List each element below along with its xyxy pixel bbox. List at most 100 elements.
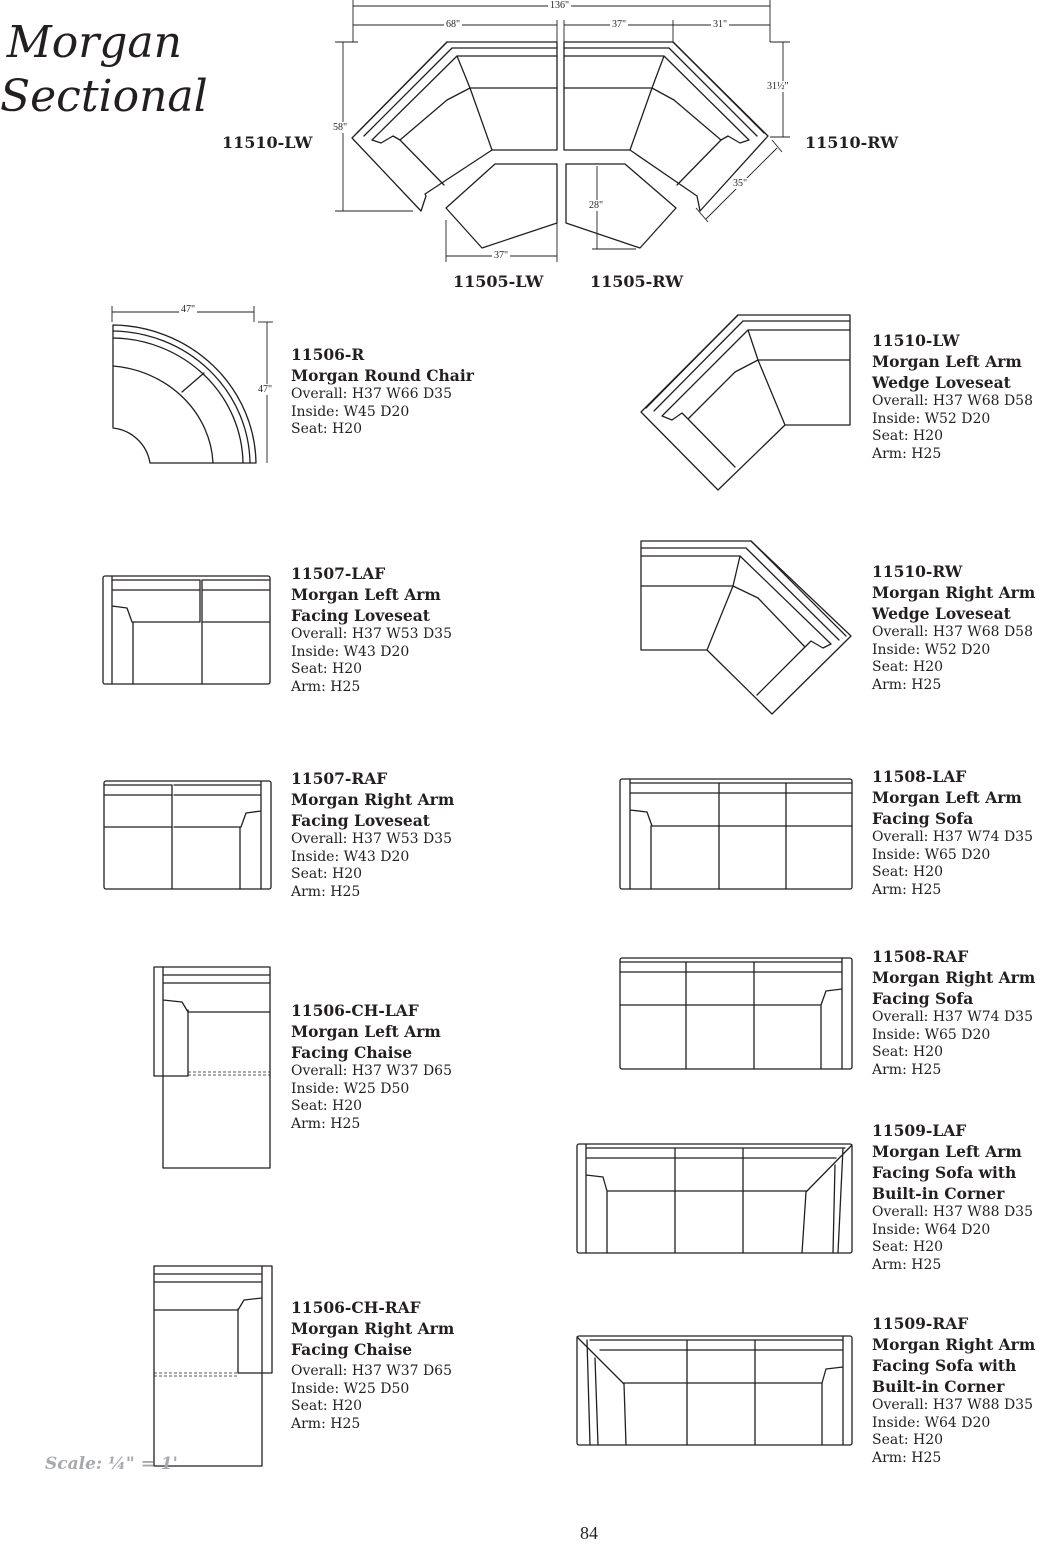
- dim-center-right-width: 37": [610, 19, 629, 30]
- overall-dims: Overall: H37 W37 D65: [291, 1063, 452, 1079]
- dim-left-width: 68": [444, 19, 463, 30]
- arm-height: Arm: H25: [872, 445, 942, 462]
- overall-dims: Overall: H37 W74 D35: [872, 829, 1033, 845]
- laf-corner-sofa-drawing: [576, 1143, 853, 1254]
- product-11507-raf: 11507-RAF Morgan Right Arm Facing Lovese…: [291, 768, 454, 901]
- raf-loveseat-drawing: [103, 780, 272, 890]
- product-name-line-2: Facing Sofa with: [872, 1163, 1017, 1182]
- seat-height: Seat: H20: [872, 659, 944, 675]
- seat-height: Seat: H20: [872, 428, 944, 444]
- product-name-line-2: Facing Sofa with: [872, 1356, 1017, 1375]
- inside-dims: Inside: W25 D50: [291, 1080, 410, 1097]
- dim-arm-depth: 35": [731, 178, 750, 189]
- label-11510-rw: 11510-RW: [805, 133, 899, 152]
- product-name-line-2: Facing Loveseat: [291, 811, 430, 830]
- product-code: 11508-RAF: [872, 947, 969, 966]
- product-code: 11506-CH-RAF: [291, 1298, 421, 1317]
- product-name-line-1: Morgan Left Arm: [872, 352, 1022, 371]
- raf-chaise-drawing: [153, 1265, 273, 1467]
- inside-dims: Inside: W43 D20: [291, 848, 410, 865]
- label-11510-lw: 11510-LW: [222, 133, 313, 152]
- title-line-2: Sectional: [0, 71, 208, 122]
- dim-right-end-width: 31": [711, 19, 730, 30]
- product-code: 11510-LW: [872, 331, 960, 350]
- arm-height: Arm: H25: [291, 678, 361, 695]
- product-name-line-1: Morgan Left Arm: [872, 788, 1022, 807]
- laf-loveseat-drawing: [102, 575, 271, 685]
- arm-height: Arm: H25: [872, 676, 942, 693]
- product-name-line-3: Built-in Corner: [872, 1377, 1005, 1396]
- inside-dims: Inside: W65 D20: [872, 846, 991, 863]
- product-name: Morgan Round Chair: [291, 366, 474, 385]
- overall-dims: Overall: H37 W88 D35: [872, 1204, 1033, 1220]
- inside-dims: Inside: W45 D20: [291, 403, 410, 420]
- dim-right-depth: 31½": [765, 81, 791, 92]
- laf-sofa-drawing: [619, 778, 853, 890]
- raf-corner-sofa-drawing: [576, 1335, 853, 1446]
- title-line-1: Morgan: [6, 17, 182, 68]
- product-11507-laf: 11507-LAF Morgan Left Arm Facing Lovesea…: [291, 563, 452, 696]
- product-code: 11507-RAF: [291, 769, 388, 788]
- product-name-line-1: Morgan Right Arm: [291, 790, 455, 809]
- product-name-line-1: Morgan Right Arm: [872, 1335, 1036, 1354]
- product-name-line-2: Facing Loveseat: [291, 606, 430, 625]
- dim-round-chair-height: 47": [256, 384, 275, 395]
- product-name-line-3: Built-in Corner: [872, 1184, 1005, 1203]
- product-name-line-2: Wedge Loveseat: [872, 373, 1011, 392]
- product-name-line-2: Facing Sofa: [872, 989, 974, 1008]
- overall-dims: Overall: H37 W53 D35: [291, 831, 452, 847]
- product-11509-laf: 11509-LAF Morgan Left Arm Facing Sofa wi…: [872, 1120, 1033, 1274]
- seat-height: Seat: H20: [872, 864, 944, 880]
- inside-dims: Inside: W25 D50: [291, 1380, 410, 1397]
- overall-dims: Overall: H37 W74 D35: [872, 1009, 1033, 1025]
- product-code: 11506-R: [291, 345, 365, 364]
- arm-height: Arm: H25: [872, 1449, 942, 1466]
- seat-height: Seat: H20: [291, 421, 363, 437]
- overall-dims: Overall: H37 W68 D58: [872, 624, 1033, 640]
- product-code: 11507-LAF: [291, 564, 386, 583]
- product-name-line-2: Wedge Loveseat: [872, 604, 1011, 623]
- overall-dims: Overall: H37 W37 D65: [291, 1363, 452, 1379]
- product-name-line-2: Facing Chaise: [291, 1043, 413, 1062]
- inside-dims: Inside: W65 D20: [872, 1026, 991, 1043]
- inside-dims: Inside: W64 D20: [872, 1414, 991, 1431]
- arm-height: Arm: H25: [872, 881, 942, 898]
- product-11510-lw: 11510-LW Morgan Left Arm Wedge Loveseat …: [872, 330, 1033, 463]
- seat-height: Seat: H20: [872, 1432, 944, 1448]
- product-11506-ch-laf: 11506-CH-LAF Morgan Left Arm Facing Chai…: [291, 1000, 452, 1133]
- seat-height: Seat: H20: [291, 661, 363, 677]
- dim-left-depth: 58": [331, 122, 350, 133]
- dim-round-chair-width: 47": [179, 304, 198, 315]
- right-wedge-loveseat-drawing: [640, 540, 852, 715]
- seat-height: Seat: H20: [291, 1398, 363, 1414]
- product-11506-ch-raf: 11506-CH-RAF Morgan Right Arm Facing Cha…: [291, 1297, 454, 1433]
- overall-dims: Overall: H37 W88 D35: [872, 1397, 1033, 1413]
- product-11509-raf: 11509-RAF Morgan Right Arm Facing Sofa w…: [872, 1313, 1035, 1467]
- dim-overall-width: 136": [548, 0, 572, 11]
- product-name-line-1: Morgan Left Arm: [872, 1142, 1022, 1161]
- laf-chaise-drawing: [153, 966, 271, 1169]
- product-name-line-1: Morgan Left Arm: [291, 1022, 441, 1041]
- product-code: 11509-RAF: [872, 1314, 969, 1333]
- product-name-line-2: Facing Sofa: [872, 809, 974, 828]
- product-code: 11506-CH-LAF: [291, 1001, 419, 1020]
- inside-dims: Inside: W52 D20: [872, 410, 991, 427]
- arm-height: Arm: H25: [291, 883, 361, 900]
- overall-dims: Overall: H37 W66 D35: [291, 386, 452, 402]
- inside-dims: Inside: W52 D20: [872, 641, 991, 658]
- product-name-line-1: Morgan Right Arm: [872, 583, 1036, 602]
- overall-dims: Overall: H37 W68 D58: [872, 393, 1033, 409]
- inside-dims: Inside: W64 D20: [872, 1221, 991, 1238]
- arm-height: Arm: H25: [291, 1115, 361, 1132]
- dim-ottoman-depth: 28": [587, 200, 606, 211]
- arm-height: Arm: H25: [291, 1415, 361, 1432]
- product-code: 11510-RW: [872, 562, 963, 581]
- product-11506-r: 11506-R Morgan Round Chair Overall: H37 …: [291, 344, 474, 439]
- inside-dims: Inside: W43 D20: [291, 643, 410, 660]
- product-11510-rw: 11510-RW Morgan Right Arm Wedge Loveseat…: [872, 561, 1035, 694]
- scale-note: Scale: ¼" = 1': [45, 1454, 178, 1474]
- product-code: 11508-LAF: [872, 767, 967, 786]
- seat-height: Seat: H20: [291, 1098, 363, 1114]
- product-name-line-1: Morgan Right Arm: [291, 1319, 455, 1338]
- arm-height: Arm: H25: [872, 1061, 942, 1078]
